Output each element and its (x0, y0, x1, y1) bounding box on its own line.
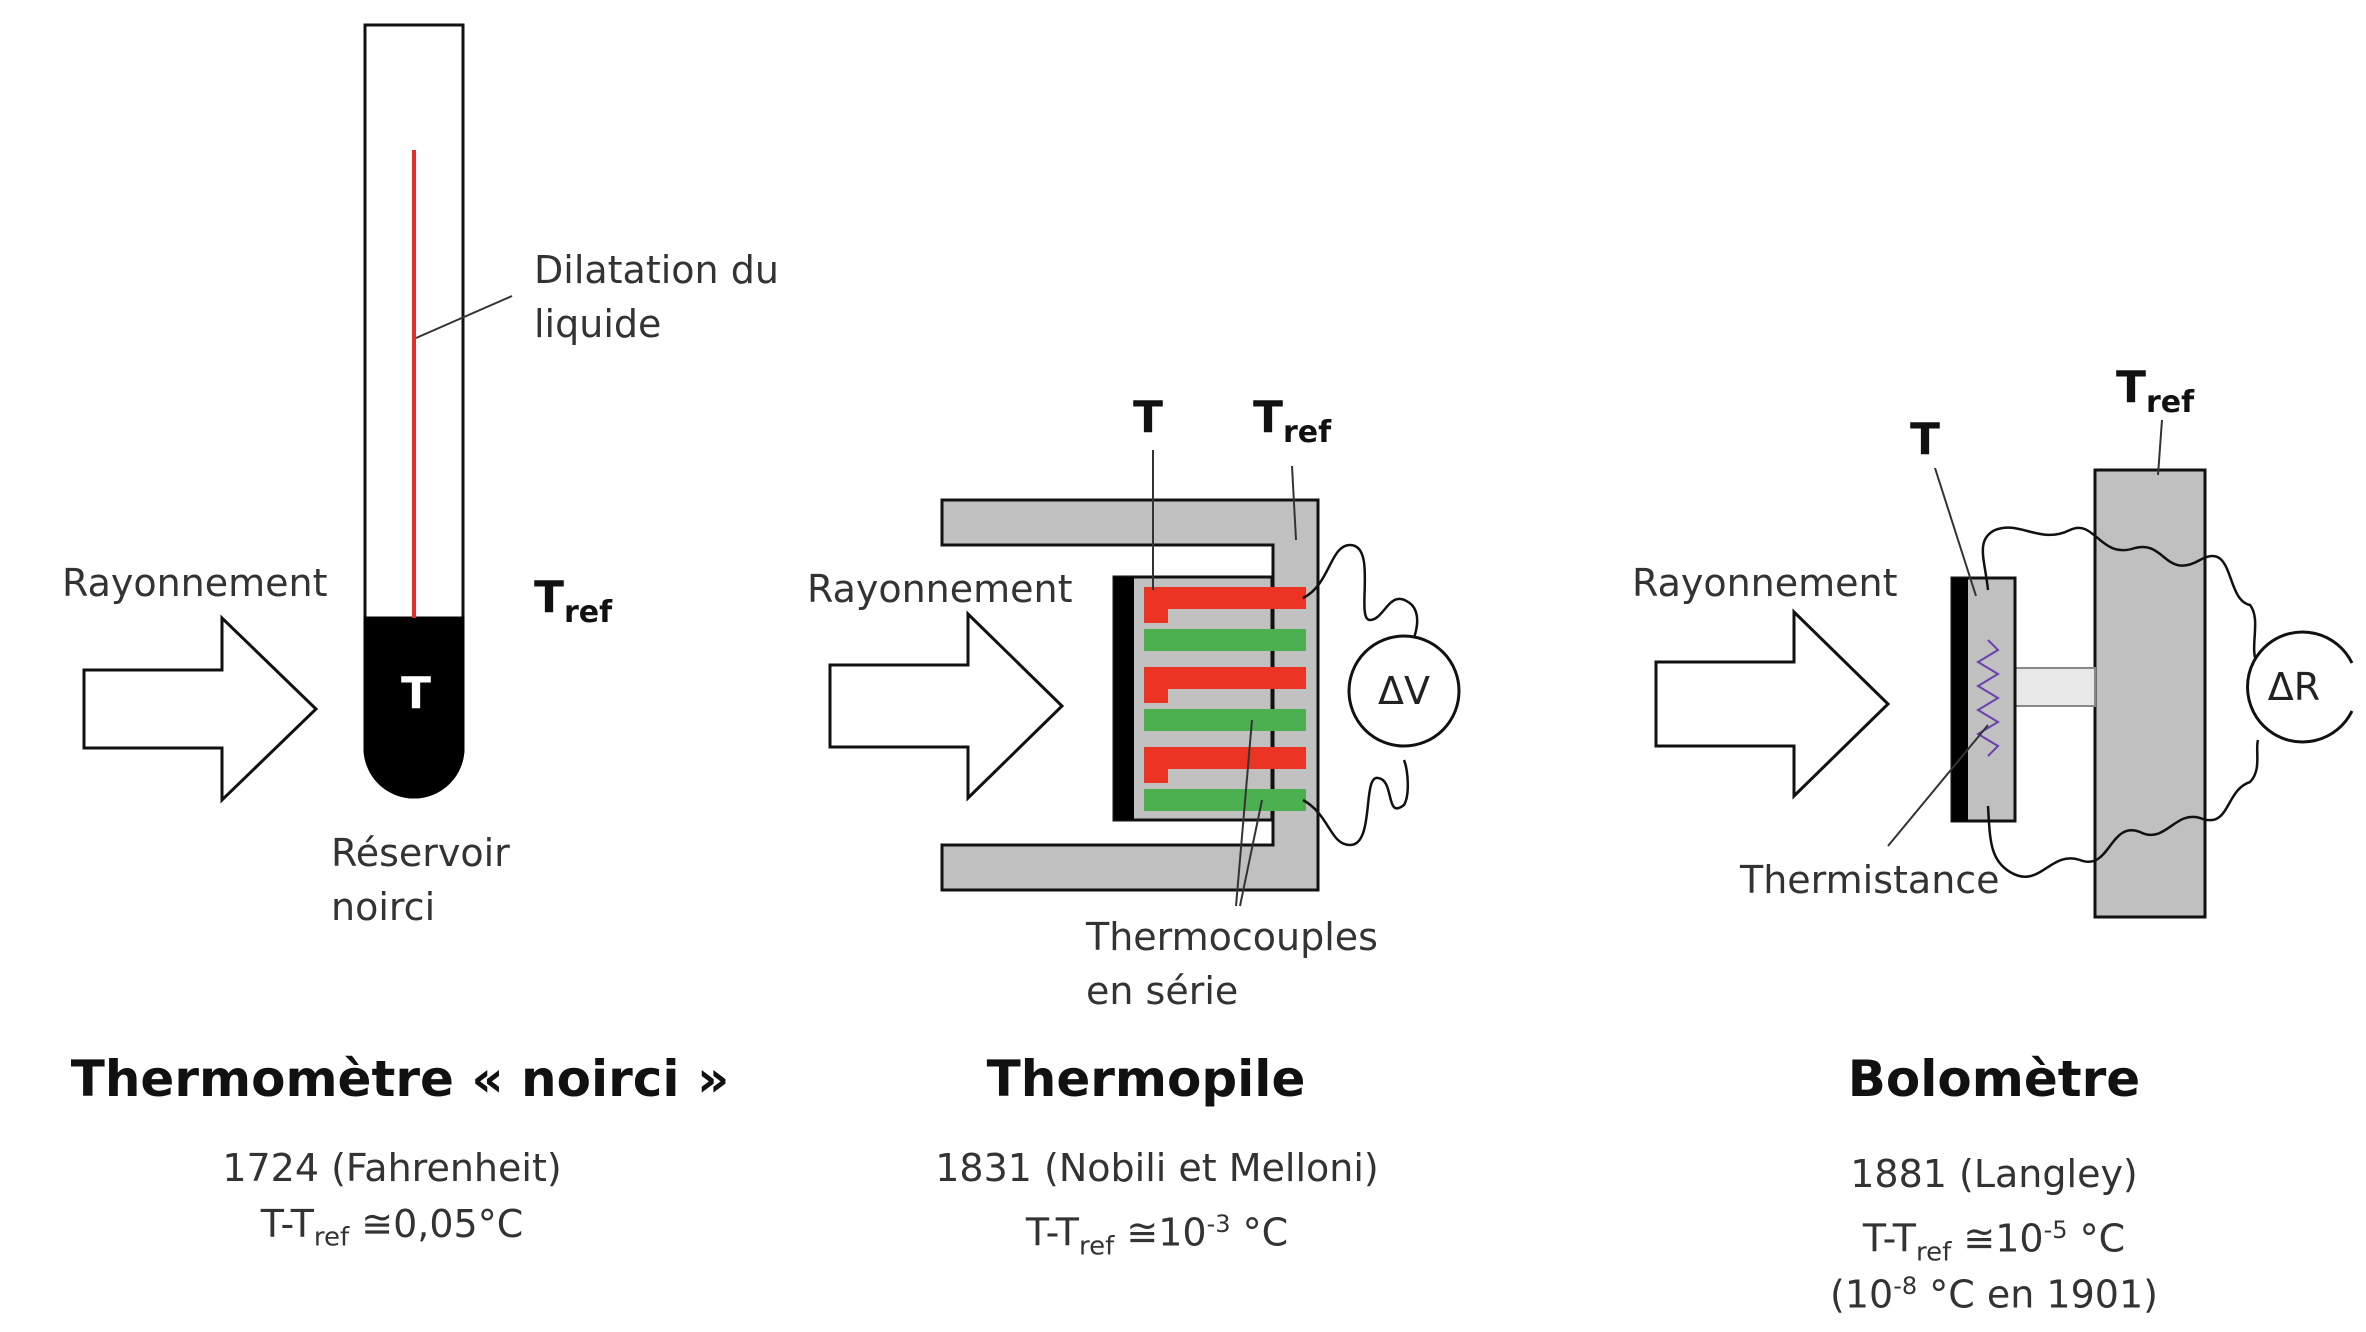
wire-top (1302, 543, 1419, 659)
bolometer-title: Bolomètre (1847, 1050, 2141, 1108)
thermocouple-hot-2-tab (1144, 667, 1168, 703)
dilatation-label-line2: liquide (534, 302, 662, 346)
caption-ref: ref (313, 1222, 350, 1253)
thermocouples-label-line1: Thermocouples (1086, 915, 1378, 959)
thermocouple-hot-1-tab (1144, 587, 1168, 623)
caption-unit: °C (1230, 1210, 1289, 1255)
wire-bottom (1302, 759, 1409, 847)
thermometer-date: 1724 (Fahrenheit) (222, 1146, 562, 1190)
tref-symbol: T (1253, 392, 1284, 443)
tref-symbol: T (2116, 362, 2147, 413)
caption-ref: ref (1079, 1231, 1115, 1262)
wire-bottom (1986, 739, 2260, 878)
reservoir-t-label: T (401, 668, 432, 719)
tref-subscript: ref (1283, 414, 1332, 450)
caption-t: T-T (260, 1202, 314, 1246)
dilatation-label-line1: Dilatation du (534, 248, 779, 292)
bolometer-1901-note: (10-8 °C en 1901) (1830, 1258, 2158, 1323)
voltmeter-label: ΔV (1378, 669, 1430, 713)
caption-value: ≅0,05°C (349, 1202, 524, 1246)
caption-t: T-T (1025, 1210, 1080, 1255)
tref-label: Tref (1253, 392, 1331, 450)
reference-housing (940, 498, 1320, 892)
thermometer-title: Thermomètre « noirci » (70, 1050, 730, 1108)
thermopile-title: Thermopile (986, 1050, 1306, 1108)
tref-subscript: ref (2146, 384, 2195, 420)
caption-ref: ref (1916, 1237, 1952, 1268)
thermistance-leader-line (1887, 724, 1989, 847)
thermocouple-hot-1 (1144, 587, 1306, 609)
t-label: T (1910, 414, 1941, 465)
tref-label: Tref (2116, 362, 2194, 420)
radiation-label: Rayonnement (62, 561, 328, 605)
tref-leader-line (1291, 465, 1297, 541)
tref-symbol: T (534, 572, 565, 623)
note-prefix: (10 (1830, 1272, 1894, 1317)
tref-leader-line (2157, 419, 2163, 476)
thermocouple-hot-3 (1144, 747, 1306, 769)
tref-subscript: ref (564, 594, 613, 630)
note-rest: °C en 1901) (1917, 1272, 2158, 1317)
thermocouple-hot-3-tab (1144, 747, 1168, 783)
thermocouple-hot-2 (1144, 667, 1306, 689)
caption-value: ≅10 (1114, 1210, 1207, 1255)
thermocouple-leader-1 (1235, 719, 1253, 907)
thermistance-label: Thermistance (1740, 858, 2000, 902)
ohmmeter-circle (2246, 630, 2354, 744)
blackened-reservoir (363, 616, 465, 799)
thermopile-date: 1831 (Nobili et Melloni) (935, 1146, 1379, 1190)
t-label: T (1133, 392, 1164, 443)
thermometer-panel (82, 23, 513, 804)
thermocouple-cold-1 (1144, 629, 1306, 651)
radiation-arrow (82, 614, 319, 804)
thermopile-block (1112, 575, 1274, 822)
thermocouples-label-line2: en série (1086, 969, 1239, 1013)
reservoir-label-line1: Réservoir (331, 831, 510, 875)
dilatation-leader-line (415, 295, 513, 339)
caption-t: T-T (1862, 1216, 1917, 1261)
ohmmeter-label: ΔR (2267, 665, 2321, 709)
thermistor-coil (1976, 639, 2000, 757)
reference-block (2093, 468, 2207, 919)
bolometer-panel (1654, 419, 2354, 919)
voltmeter-circle (1347, 634, 1461, 748)
radiation-label: Rayonnement (807, 567, 1073, 611)
caption-exponent: -5 (2043, 1216, 2068, 1244)
reservoir-label-line2: noirci (331, 885, 436, 929)
caption-unit: °C (2067, 1216, 2126, 1261)
tref-label: Tref (534, 572, 612, 630)
blackened-absorber (1952, 578, 1968, 821)
radiation-arrow (1654, 608, 1891, 800)
note-exponent: -8 (1893, 1272, 1918, 1300)
t-leader-line (1934, 467, 1977, 597)
bolometer-sensitivity: T-Tref ≅10-5 °C (1863, 1202, 2125, 1280)
thermopile-sensitivity: T-Tref ≅10-3 °C (1026, 1196, 1288, 1274)
thermal-link (2014, 667, 2096, 707)
thermocouple-cold-2 (1144, 709, 1306, 731)
wire-top (1981, 526, 2260, 666)
caption-exponent: -3 (1206, 1210, 1231, 1238)
caption-value: ≅10 (1951, 1216, 2044, 1261)
thermocouple-leader-2 (1239, 799, 1263, 907)
thermocouple-cold-3 (1144, 789, 1306, 811)
thermopile-panel (828, 450, 1461, 907)
radiation-label: Rayonnement (1632, 561, 1898, 605)
thermometer-sensitivity: T-Tref ≅0,05°C (261, 1196, 524, 1266)
blackened-absorber (1114, 577, 1134, 820)
bolometer-date: 1881 (Langley) (1850, 1152, 2138, 1196)
radiation-arrow (828, 610, 1065, 802)
